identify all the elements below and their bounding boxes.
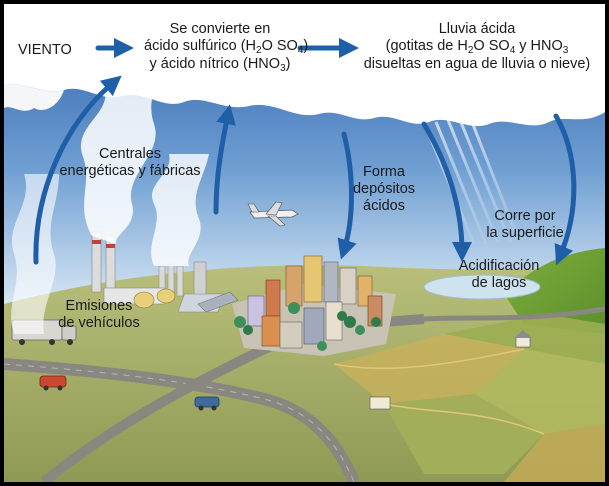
label-converts-line3: y ácido nítrico (HNO3) xyxy=(149,56,291,74)
city xyxy=(232,255,396,356)
label-runoff: Corre por la superficie xyxy=(486,208,564,241)
label-vehicle-emissions: Emisiones de vehículos xyxy=(58,298,140,331)
field-line xyxy=(333,348,525,370)
arrow-dry-deposit xyxy=(337,131,357,260)
field-patch xyxy=(384,394,544,474)
arrow-runoff xyxy=(553,113,577,266)
road xyxy=(4,363,355,482)
field-line xyxy=(383,403,545,435)
barn xyxy=(369,396,391,410)
label-lake-acidification: Acidificación de lagos xyxy=(458,258,540,291)
label-acid-deposits: Forma depósitos ácidos xyxy=(352,164,416,214)
arrow-wet-deposit xyxy=(421,121,472,262)
label-acid-rain-line2: (gotitas de H2O SO4 y HNO3 xyxy=(385,38,569,56)
acid-rain-illustration xyxy=(4,4,605,482)
arrow-rise-center xyxy=(213,104,236,215)
label-acid-rain-line1: Lluvia ácida xyxy=(438,21,516,37)
diagram-frame: VIENTO Se convierte en ácido sulfúrico (… xyxy=(4,4,605,482)
road xyxy=(423,306,605,322)
smoke-plume xyxy=(151,154,209,266)
label-converts-line1: Se convierte en xyxy=(169,21,271,37)
cloud xyxy=(4,4,605,127)
label-converts: Se convierte en ácido sulfúrico (H2O SO4… xyxy=(144,21,309,74)
field-patch xyxy=(334,334,524,404)
arrow-rise-left xyxy=(33,75,122,265)
farmhouse xyxy=(514,330,532,348)
label-acid-rain: Lluvia ácida (gotitas de H2O SO4 y HNO3 … xyxy=(357,21,597,73)
power-plant xyxy=(91,231,239,313)
flow-arrows xyxy=(33,38,577,266)
airplane xyxy=(247,201,299,227)
cloud xyxy=(4,84,64,111)
label-wind: VIENTO xyxy=(18,42,72,58)
label-power-plants: Centrales energéticas y fábricas xyxy=(59,146,201,179)
red-car xyxy=(39,375,67,391)
blue-car xyxy=(194,396,220,411)
lake xyxy=(423,274,541,300)
label-converts-line2: ácido sulfúrico (H2O SO4) xyxy=(144,38,309,56)
label-acid-rain-line3: disueltas en agua de lluvia o nieve) xyxy=(363,56,591,72)
field-patch xyxy=(504,424,605,482)
field-patch xyxy=(474,349,605,434)
